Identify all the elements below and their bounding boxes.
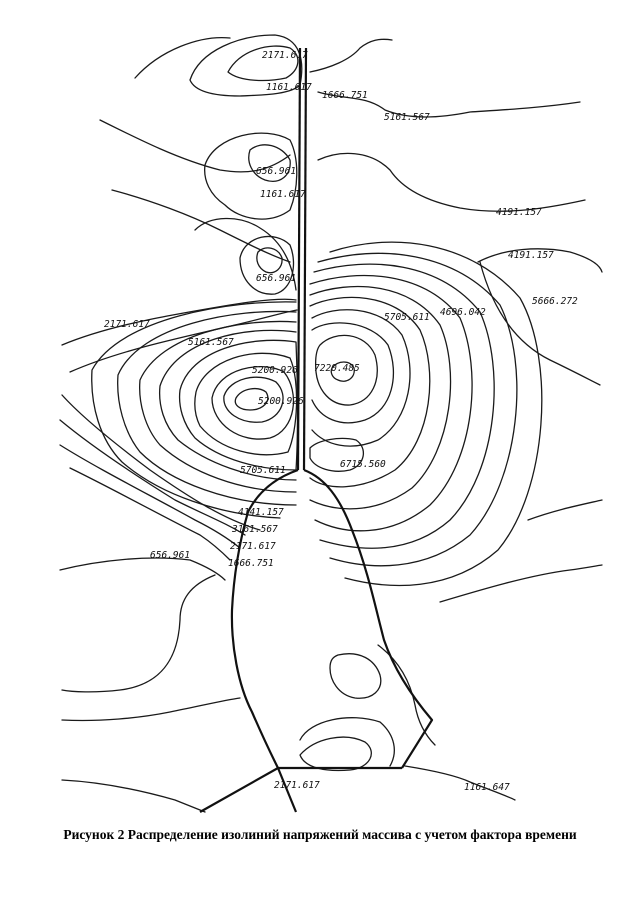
isoline [479,261,601,386]
excavation-outline [199,47,434,813]
isoline [317,91,581,118]
isoline [234,387,269,411]
isoline [309,274,473,532]
isoline [404,765,516,801]
vertical-wall-left [296,47,302,471]
isoline [248,144,291,182]
isoline [239,235,295,295]
isoline [117,310,297,506]
isoline [309,296,431,488]
isoline [309,38,393,73]
isoline [178,339,299,471]
isoline [299,717,395,767]
isoline [329,241,543,587]
contour-label: 5666.272 [532,296,578,307]
isoline [99,119,291,173]
isoline [317,252,518,567]
isoline [59,419,246,536]
contour-label: 1161.617 [266,82,312,93]
isoline [61,394,261,531]
isoline [311,322,395,424]
isolines-right [309,241,603,603]
contour-label: 656.961 [256,166,296,177]
contour-label: 4191.157 [508,250,554,261]
isoline [111,189,291,263]
isoline [204,132,298,220]
isoline [59,444,241,549]
isoline [134,36,231,79]
isoline [477,248,603,273]
contour-label: 5705.611 [240,465,286,476]
base-line-right [276,767,298,813]
contour-label: 1161.647 [464,782,510,793]
isoline [223,376,284,423]
isoline [314,334,378,406]
contour-label: 5161.567 [384,112,430,123]
contour-label: 4696.042 [440,307,486,318]
isoline [194,217,297,291]
contour-label: 7220.485 [314,363,360,374]
contour-label: 1666.751 [228,558,274,569]
isoline [329,653,382,699]
isolines-lower [59,557,516,813]
isoline [227,45,299,82]
contour-label: 656.961 [150,550,190,561]
contour-label: 5161.567 [188,337,234,348]
contour-label: 2171.617 [262,50,308,61]
contour-label: 4141.157 [238,507,284,518]
contour-label: 4191.157 [496,207,542,218]
contour-label: 1161.617 [260,189,306,200]
isoline [61,574,216,693]
isoline [309,285,452,510]
isoline [330,361,355,382]
chamber-left-boundary [230,468,299,769]
isoline [194,352,298,456]
contour-label: 2171.617 [104,319,150,330]
isoline [211,366,295,440]
isoline [313,263,495,549]
isoline [309,437,364,472]
contour-label: 6715.560 [340,459,386,470]
figure-caption: Рисунок 2 Распределение изолиний напряже… [63,827,577,842]
contour-label: 1666.751 [322,90,368,101]
isoline [158,329,297,481]
base-line-left [199,767,279,813]
contour-labels: 2171.617 1161.617 1666.751 5161.567 656.… [104,50,578,793]
isoline [256,247,283,274]
isoline [439,564,603,603]
vertical-wall-right [302,47,308,471]
contour-label: 5200.926 [252,365,298,376]
contour-label: 2171.617 [230,541,276,552]
isoline [69,467,231,561]
isoline [311,309,411,447]
isoline [317,152,586,212]
contour-label: 5705.611 [384,312,430,323]
isoline [527,499,603,521]
contour-label: 5200.926 [258,396,304,407]
isoline [61,697,241,722]
isoline [61,779,206,813]
isoline [59,557,226,581]
isolines-left-peak [59,301,299,561]
contour-label: 3161.567 [231,524,278,535]
contour-label: 656.961 [256,273,296,284]
isoline [139,320,297,493]
isoline [91,301,297,519]
contour-label: 2171.617 [274,780,320,791]
chamber-right-boundary [303,468,434,769]
